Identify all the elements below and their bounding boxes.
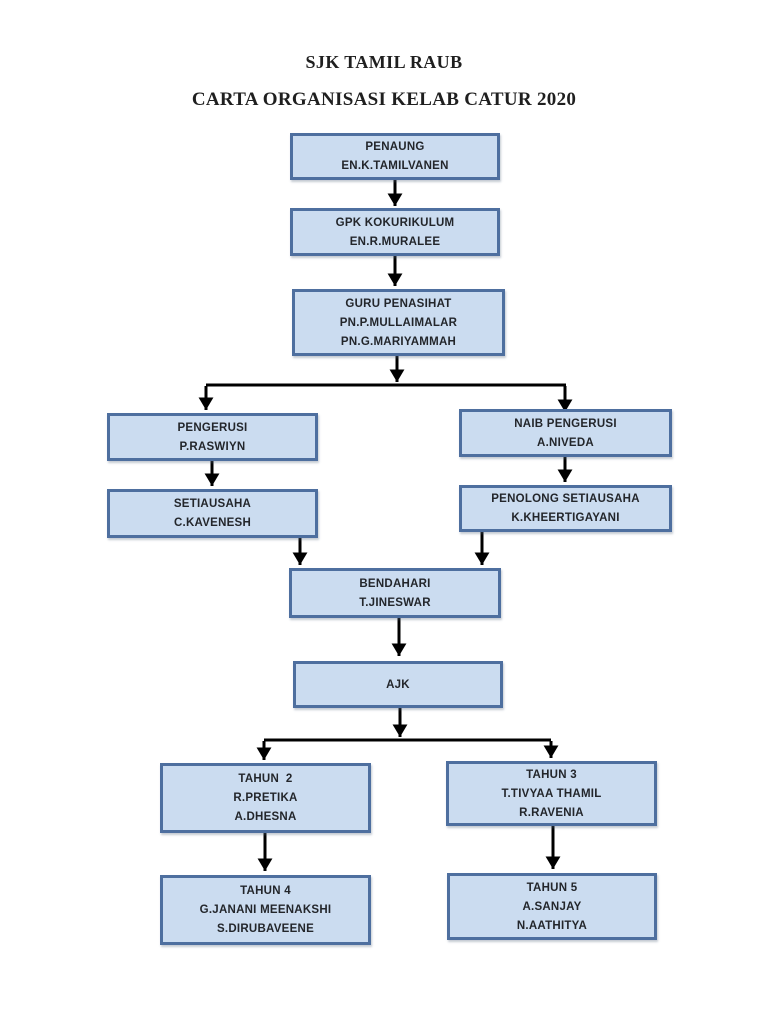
node-role: PENGERUSI bbox=[177, 421, 248, 434]
node-member: PN.G.MARIYAMMAH bbox=[340, 335, 457, 348]
org-node-guru-penasihat: GURU PENASIHAT PN.P.MULLAIMALAR PN.G.MAR… bbox=[292, 289, 505, 356]
node-member: S.DIRUBAVEENE bbox=[217, 923, 314, 935]
org-node-tahun-2: TAHUN 2 R.PRETIKA A.DHESNA bbox=[160, 763, 371, 833]
node-member: C.KAVENESH bbox=[173, 517, 252, 529]
org-node-penaung: PENAUNG EN.K.TAMILVANEN bbox=[290, 133, 500, 180]
org-node-tahun-5: TAHUN 5 A.SANJAY N.AATHITYA bbox=[447, 873, 657, 940]
org-node-bendahari: BENDAHARI T.JINESWAR bbox=[289, 568, 501, 618]
node-member: T.TIVYAA THAMIL bbox=[501, 787, 602, 800]
node-member: PN.P.MULLAIMALAR bbox=[339, 316, 458, 329]
org-node-tahun-4: TAHUN 4 G.JANANI MEENAKSHI S.DIRUBAVEENE bbox=[160, 875, 371, 945]
node-member: T.JINESWAR bbox=[359, 596, 431, 609]
node-member: EN.K.TAMILVANEN bbox=[341, 160, 449, 172]
org-node-setiausaha: SETIAUSAHA C.KAVENESH bbox=[107, 489, 318, 538]
node-role: NAIB PENGERUSI bbox=[514, 417, 617, 430]
node-member: A.DHESNA bbox=[234, 811, 297, 823]
node-role: TAHUN 4 bbox=[240, 885, 291, 897]
node-role: BENDAHARI bbox=[359, 577, 431, 590]
org-node-naib-pengerusi: NAIB PENGERUSI A.NIVEDA bbox=[459, 409, 672, 457]
node-member: P.RASWIYN bbox=[179, 440, 246, 453]
node-role: AJK bbox=[386, 678, 410, 691]
org-node-ajk: AJK bbox=[293, 661, 503, 708]
node-role: SETIAUSAHA bbox=[173, 498, 252, 510]
node-member: A.NIVEDA bbox=[537, 436, 594, 449]
node-role: PENAUNG bbox=[365, 141, 425, 153]
node-role: TAHUN 2 bbox=[238, 773, 293, 785]
node-member: K.KHEERTIGAYANI bbox=[511, 512, 620, 524]
node-member: R.PRETIKA bbox=[233, 792, 298, 804]
node-member: A.SANJAY bbox=[522, 900, 582, 913]
node-role: GURU PENASIHAT bbox=[345, 297, 452, 310]
org-node-pengerusi: PENGERUSI P.RASWIYN bbox=[107, 413, 318, 461]
node-role: TAHUN 3 bbox=[526, 768, 577, 781]
org-node-tahun-3: TAHUN 3 T.TIVYAA THAMIL R.RAVENIA bbox=[446, 761, 657, 826]
node-member: N.AATHITYA bbox=[516, 919, 588, 932]
node-role: PENOLONG SETIAUSAHA bbox=[491, 493, 640, 505]
org-node-penolong-setiausaha: PENOLONG SETIAUSAHA K.KHEERTIGAYANI bbox=[459, 485, 672, 532]
chart-title: CARTA ORGANISASI KELAB CATUR 2020 bbox=[191, 89, 577, 110]
node-role: TAHUN 5 bbox=[526, 881, 578, 894]
school-title: SJK TAMIL RAUB bbox=[305, 52, 463, 72]
org-node-gpk-kokurikulum: GPK KOKURIKULUM EN.R.MURALEE bbox=[290, 208, 500, 256]
node-member: G.JANANI MEENAKSHI bbox=[199, 904, 332, 916]
node-member: EN.R.MURALEE bbox=[349, 235, 441, 248]
node-role: GPK KOKURIKULUM bbox=[335, 216, 455, 229]
node-member: R.RAVENIA bbox=[519, 806, 584, 819]
